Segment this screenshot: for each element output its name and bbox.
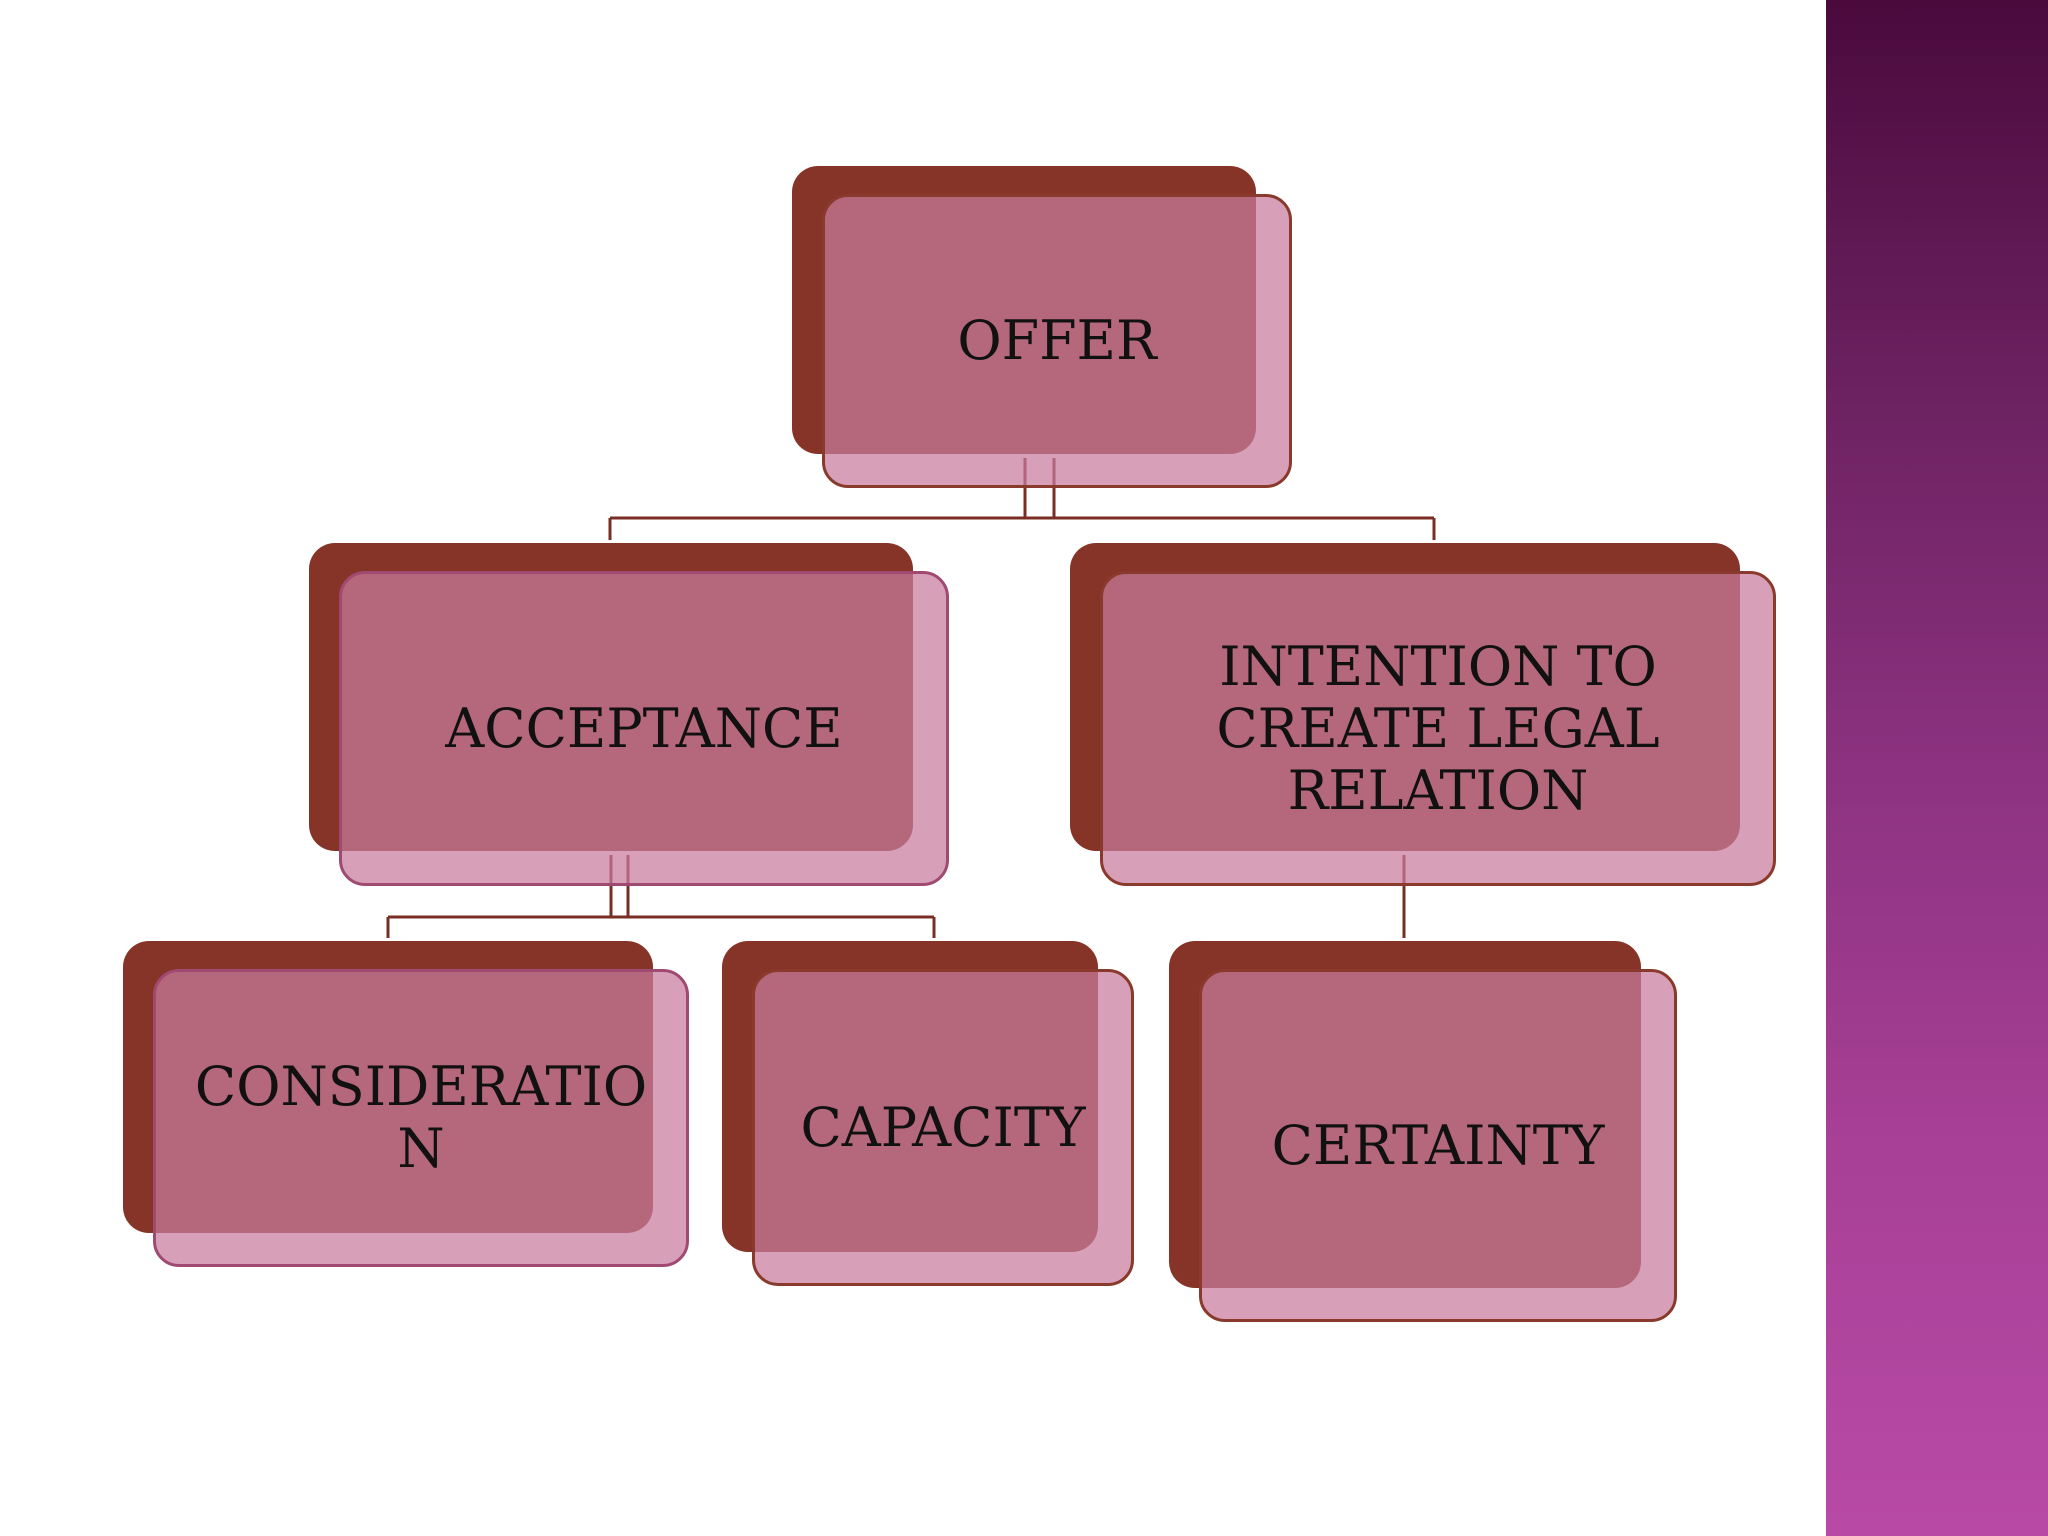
node-certainty: CERTAINTY — [1169, 941, 1677, 1322]
node-intention-label: INTENTION TO CREATE LEGAL RELATION — [1216, 634, 1660, 822]
decorative-side-band — [1826, 0, 2048, 1536]
node-consideration-label: CONSIDERATIO N — [194, 1055, 648, 1180]
node-capacity-box: CAPACITY — [752, 969, 1134, 1286]
node-certainty-label: CERTAINTY — [1271, 1113, 1605, 1177]
node-acceptance-box: ACCEPTANCE — [339, 571, 949, 886]
node-offer-label: OFFER — [957, 309, 1157, 372]
node-consideration: CONSIDERATIO N — [123, 941, 689, 1267]
node-acceptance-label: ACCEPTANCE — [445, 696, 843, 760]
node-capacity: CAPACITY — [722, 941, 1134, 1286]
node-capacity-label: CAPACITY — [800, 1095, 1086, 1159]
node-acceptance: ACCEPTANCE — [309, 543, 949, 886]
node-offer: OFFER — [792, 166, 1292, 488]
node-offer-box: OFFER — [822, 194, 1292, 488]
node-intention-box: INTENTION TO CREATE LEGAL RELATION — [1100, 571, 1776, 886]
node-certainty-box: CERTAINTY — [1199, 969, 1677, 1322]
node-consideration-box: CONSIDERATIO N — [153, 969, 689, 1267]
node-intention: INTENTION TO CREATE LEGAL RELATION — [1070, 543, 1776, 886]
